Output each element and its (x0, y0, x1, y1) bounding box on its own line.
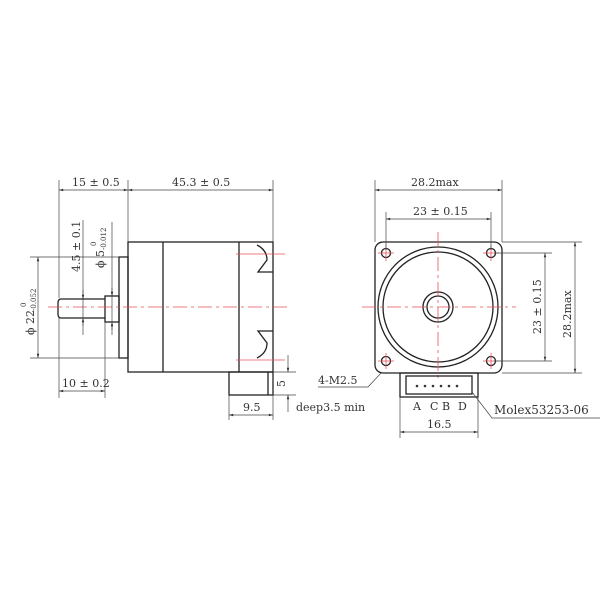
dim-overall-width: 28.2max (411, 176, 459, 189)
dim-pilot-diameter: ϕ 22 (24, 310, 37, 335)
note-screw-depth: deep3.5 min (296, 401, 365, 414)
connector-side (228, 371, 274, 396)
side-view: 15 ± 0.5 45.3 ± 0.5 ϕ 22 0 -0.052 4.5 ± … (20, 176, 365, 420)
dim-hole-spacing-v: 23 ± 0.15 (531, 279, 544, 334)
pin-label-b: B (442, 400, 450, 413)
dim-shaft-diameter: ϕ 5 (94, 250, 107, 268)
shaft (57, 298, 105, 319)
dim-overall-height: 28.2max (561, 290, 574, 338)
svg-text:0: 0 (90, 242, 98, 246)
dim-connector-width: 9.5 (243, 401, 261, 414)
pilot-flange (118, 256, 129, 359)
dim-connector-width-front: 16.5 (427, 418, 452, 431)
connector-front (399, 372, 479, 398)
note-mounting-holes: 4-M2.5 (318, 374, 357, 387)
svg-text:-0.012: -0.012 (100, 228, 108, 250)
svg-text:-0.052: -0.052 (30, 289, 38, 311)
pin-label-d: D (458, 400, 467, 413)
note-connector-model: Molex53253-06 (494, 403, 589, 417)
dim-hole-spacing-h: 23 ± 0.15 (413, 205, 468, 218)
dim-connector-height: 5 (275, 380, 288, 387)
faceplate (374, 241, 503, 374)
svg-text:0: 0 (20, 303, 28, 307)
mounting-holes (378, 245, 499, 369)
front-view: A C B D 28.2max 23 ± 0.15 23 ± 0.15 28.2… (318, 176, 600, 438)
dim-shaft-flat: 4.5 ± 0.1 (70, 221, 83, 272)
dim-shaft-length: 15 ± 0.5 (72, 176, 120, 189)
pin-label-a: A (412, 400, 422, 413)
pin-label-c: C (430, 400, 438, 413)
dim-flat-length: 10 ± 0.2 (62, 377, 110, 390)
dim-body-length: 45.3 ± 0.5 (172, 176, 230, 189)
